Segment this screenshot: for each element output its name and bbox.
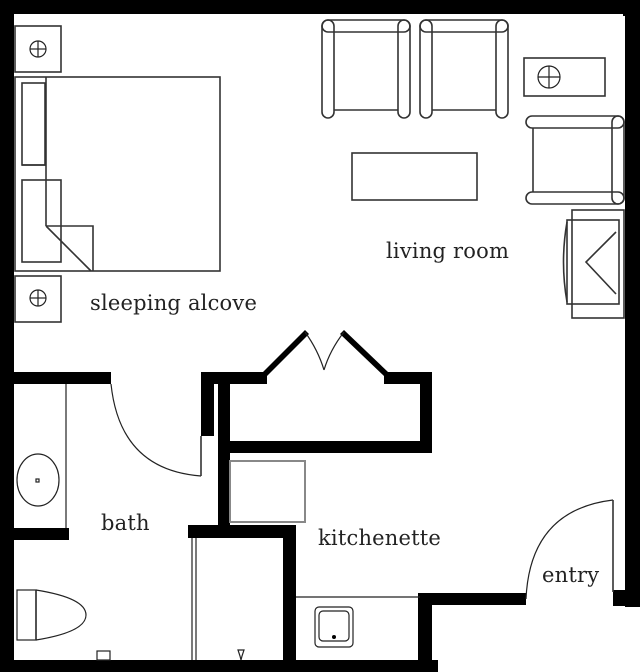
side-table-lamp (523, 57, 606, 97)
bath-drain (96, 650, 111, 661)
room-label-entry: entry (542, 563, 600, 587)
bath-vanity-sink (16, 384, 67, 528)
nightstand-lamp-bottom (14, 275, 62, 323)
room-label-bath: bath (101, 511, 150, 535)
refrigerator (229, 460, 306, 523)
kitchen-sink-drain (332, 635, 336, 639)
bath-walls (0, 372, 296, 540)
room-label-kitchenette: kitchenette (318, 526, 442, 550)
bed (14, 76, 221, 272)
closet-bifold-doors (304, 331, 345, 371)
shower-stall (191, 538, 245, 661)
kitchen-walls (283, 262, 640, 672)
entry-door (525, 499, 614, 600)
toilet (16, 589, 87, 641)
coffee-table (351, 152, 478, 201)
armchair-1 (321, 19, 411, 119)
closet-walls (201, 330, 432, 538)
bath-door (110, 383, 202, 477)
armchair-3 (525, 115, 625, 205)
tv-cabinet (562, 209, 625, 319)
kitchen-counter (296, 596, 420, 648)
armchair-2 (419, 19, 509, 119)
room-label-sleeping-alcove: sleeping alcove (90, 291, 258, 315)
nightstand-lamp-top (14, 25, 62, 73)
room-label-living-room: living room (386, 239, 510, 263)
